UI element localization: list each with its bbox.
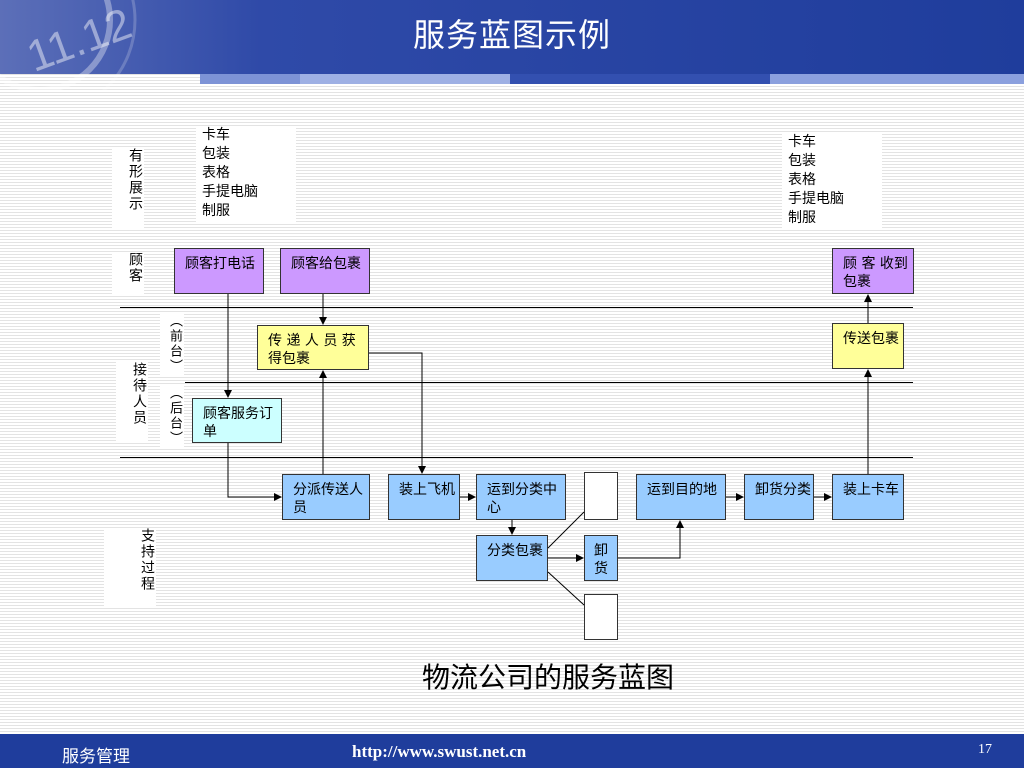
evidence-item: 卡车 [788,134,816,150]
box-blank-top [584,472,618,520]
lane-label-support: 支持过程 [104,528,156,608]
evidence-item: 卡车 [202,127,230,143]
header-stripe [770,74,1024,84]
box-customer-service-order: 顾客服务订单 [192,398,282,443]
lane-label-backstage: （后台） [160,386,184,448]
box-to-destination: 运到目的地 [636,474,726,520]
box-unload-sort: 卸货分类 [744,474,814,520]
page-title: 服务蓝图示例 [412,16,611,54]
footer-course-title: 服务管理 [62,747,130,767]
evidence-item: 手提电脑 [202,184,258,200]
evidence-item: 手提电脑 [788,191,844,207]
box-customer-give-package: 顾客给包裹 [280,248,370,294]
evidence-item: 表格 [202,165,230,181]
evidence-item: 表格 [788,172,816,188]
evidence-list-right: 卡车 包装 表格 手提电脑 制服 [782,133,882,229]
box-blank-bottom [584,594,618,640]
header-bar [0,0,1024,74]
box-to-sort-center: 运到分类中心 [476,474,566,520]
evidence-item: 制服 [788,210,816,226]
line-of-interaction [120,307,913,308]
evidence-item: 包装 [788,153,816,169]
lane-label-customer: 顾客 [112,252,144,296]
line-of-internal-interaction [120,457,913,458]
box-customer-call: 顾客打电话 [174,248,264,294]
box-load-truck: 装上卡车 [832,474,904,520]
box-unload: 卸货 [584,535,618,581]
box-deliver-package: 传送包裹 [832,323,904,369]
box-customer-receive-package: 顾 客 收到包裹 [832,248,914,294]
header-stripe [200,74,300,84]
logo-icon: 11.12 [0,0,138,90]
line-of-visibility [185,382,913,383]
evidence-list-left: 卡车 包装 表格 手提电脑 制服 [196,126,296,222]
box-courier-pickup: 传 递 人 员 获得包裹 [257,325,369,370]
page-number: 17 [978,742,992,757]
box-load-plane: 装上飞机 [388,474,460,520]
box-dispatch-courier: 分派传送人员 [282,474,370,520]
evidence-item: 包装 [202,146,230,162]
lane-label-frontstage: （前台） [160,314,184,376]
diagram-caption: 物流公司的服务蓝图 [421,661,674,694]
footer-bar [0,734,1024,768]
header-stripe [510,74,770,84]
box-sort-packages: 分类包裹 [476,535,548,581]
evidence-item: 制服 [202,203,230,219]
lane-label-physical-evidence: 有形展示 [112,148,144,228]
header-stripe [300,74,510,84]
lane-label-contact-staff: 接待人员 [116,362,148,442]
footer-url-link[interactable]: http://www.swust.net.cn [352,742,527,761]
